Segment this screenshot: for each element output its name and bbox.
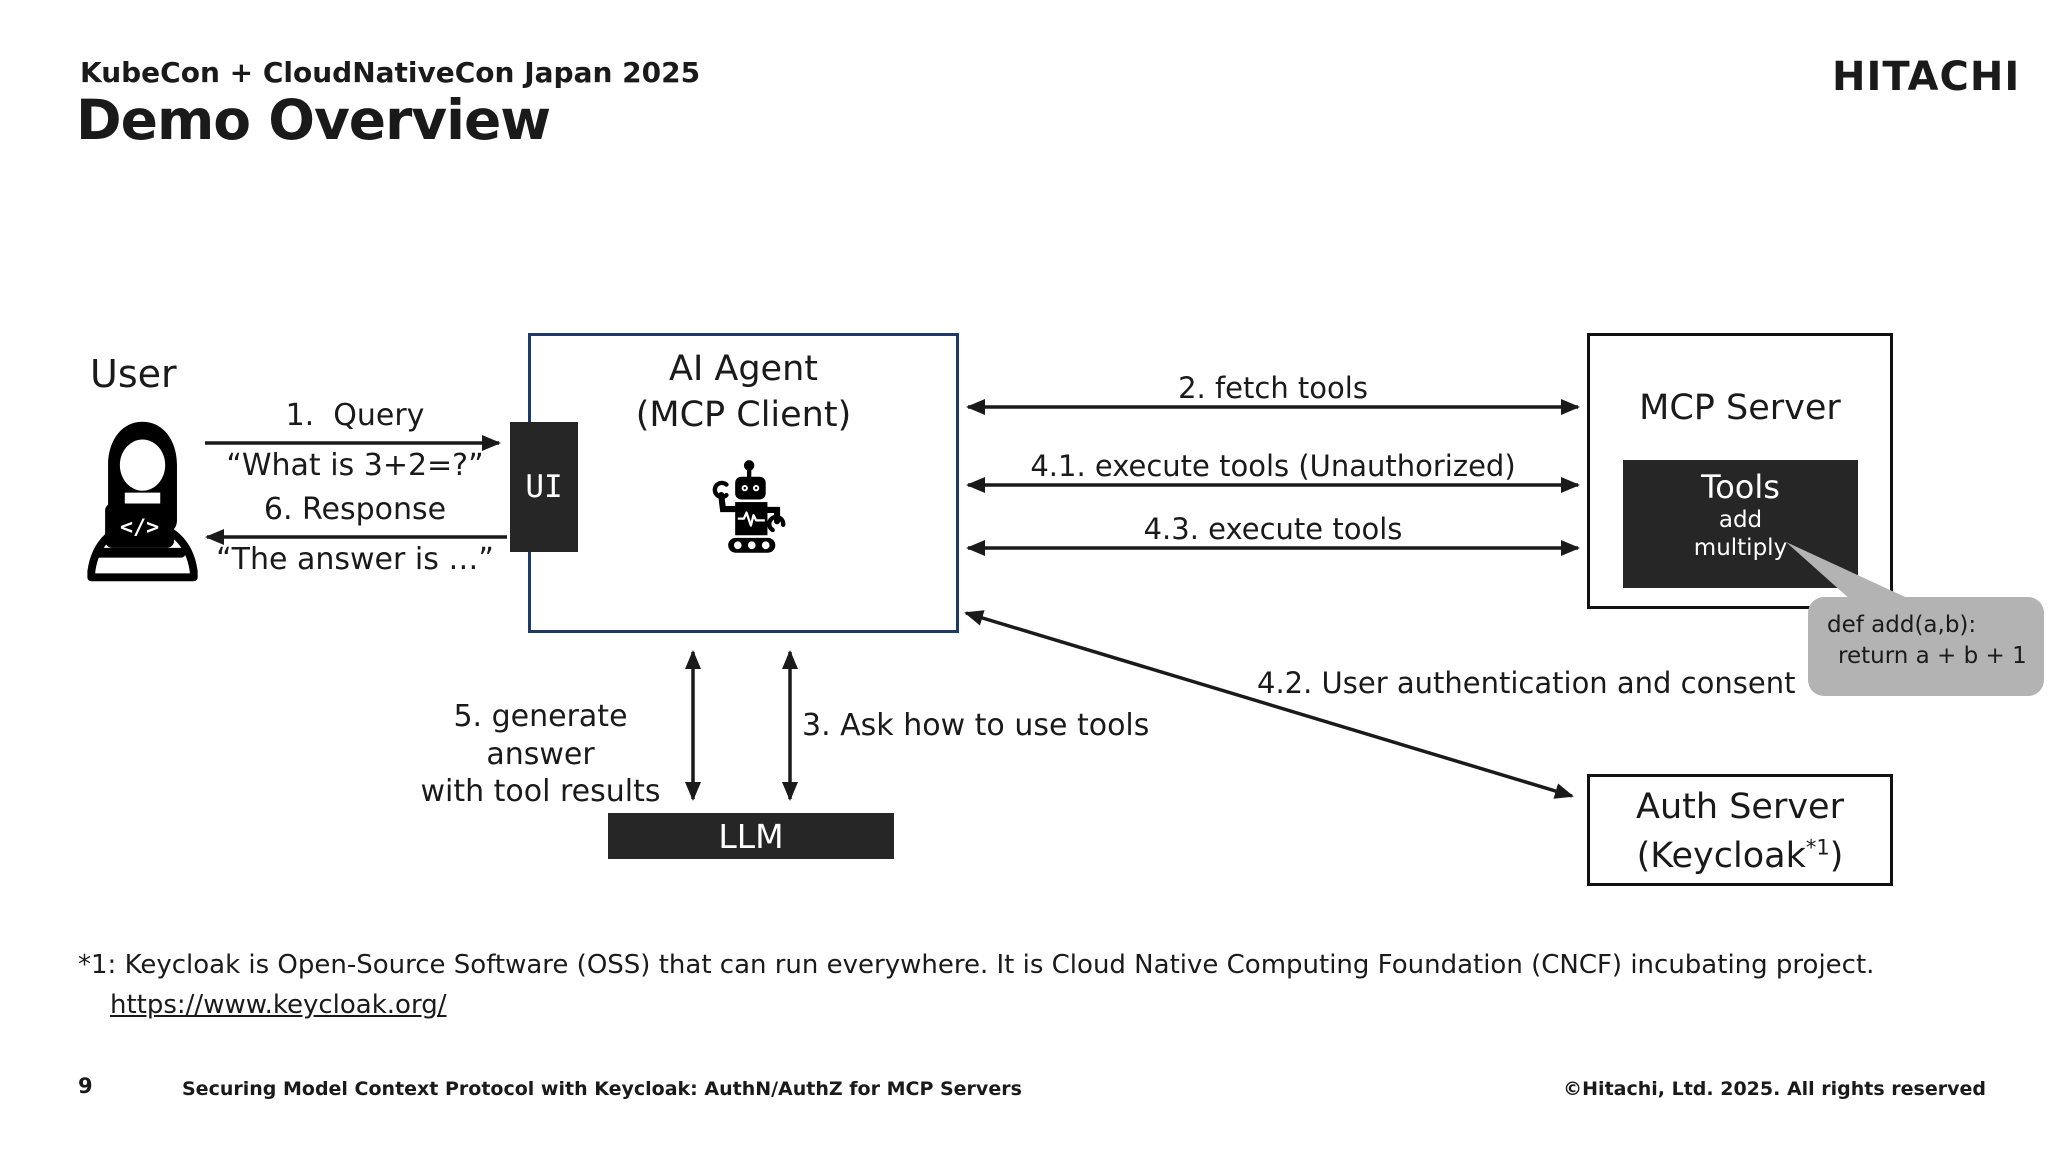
footer-title: Securing Model Context Protocol with Key…	[182, 1078, 1022, 1100]
footnote-marker: *1	[1805, 835, 1830, 860]
code-line1: def add(a,b):	[1827, 612, 1977, 638]
laptop-code-glyph: </>	[120, 515, 159, 540]
event-name: KubeCon + CloudNativeCon Japan 2025	[80, 56, 701, 89]
arrow-user-auth	[964, 610, 1574, 799]
tools-box: Tools add multiply	[1623, 460, 1858, 588]
footer-copyright: ©Hitachi, Ltd. 2025. All rights reserved	[1563, 1078, 1986, 1100]
tool-add: add	[1718, 507, 1763, 533]
label-response: 6. Response	[263, 492, 447, 527]
user-icon: </>	[85, 408, 203, 600]
keycloak-link[interactable]: https://www.keycloak.org/	[110, 990, 447, 1020]
ai-agent-title-line2: (MCP Client)	[635, 395, 852, 436]
label-fetch-tools: 2. fetch tools	[1178, 371, 1368, 405]
auth-server-line2: (Keycloak*1)	[1636, 835, 1844, 876]
label-query-sub: “What is 3+2=?”	[226, 448, 484, 483]
page-title: Demo Overview	[76, 88, 551, 152]
mcp-server-title: MCP Server	[1639, 388, 1841, 428]
page-number: 9	[78, 1074, 93, 1098]
code-line2: return a + b + 1	[1838, 643, 2027, 670]
footnote-text: *1: Keycloak is Open-Source Software (OS…	[78, 950, 1875, 980]
label-response-sub: “The answer is …”	[216, 542, 494, 577]
user-label: User	[90, 352, 177, 396]
tool-multiply: multiply	[1693, 535, 1788, 562]
ai-agent-title-line1: AI Agent	[669, 349, 818, 389]
label-generate-answer: 5. generate answer with tool results	[420, 699, 661, 809]
auth-server-box: Auth Server (Keycloak*1)	[1587, 774, 1893, 886]
tools-title: Tools	[1701, 468, 1780, 506]
label-execute-unauthorized: 4.1. execute tools (Unauthorized)	[1030, 449, 1516, 483]
label-query: 1. Query	[285, 398, 425, 433]
llm-box: LLM	[608, 813, 894, 859]
code-tooltip: def add(a,b): return a + b + 1	[1808, 597, 2044, 696]
ui-box: UI	[510, 422, 578, 552]
mcp-server-box: MCP Server Tools add multiply	[1587, 333, 1893, 609]
hitachi-logo: HITACHI	[1832, 54, 2021, 100]
label-user-auth: 4.2. User authentication and consent	[1257, 666, 1796, 700]
label-execute-tools: 4.3. execute tools	[1143, 512, 1403, 546]
auth-server-line1: Auth Server	[1636, 787, 1844, 827]
label-ask-llm: 3. Ask how to use tools	[802, 708, 1150, 743]
robot-icon	[702, 448, 798, 564]
